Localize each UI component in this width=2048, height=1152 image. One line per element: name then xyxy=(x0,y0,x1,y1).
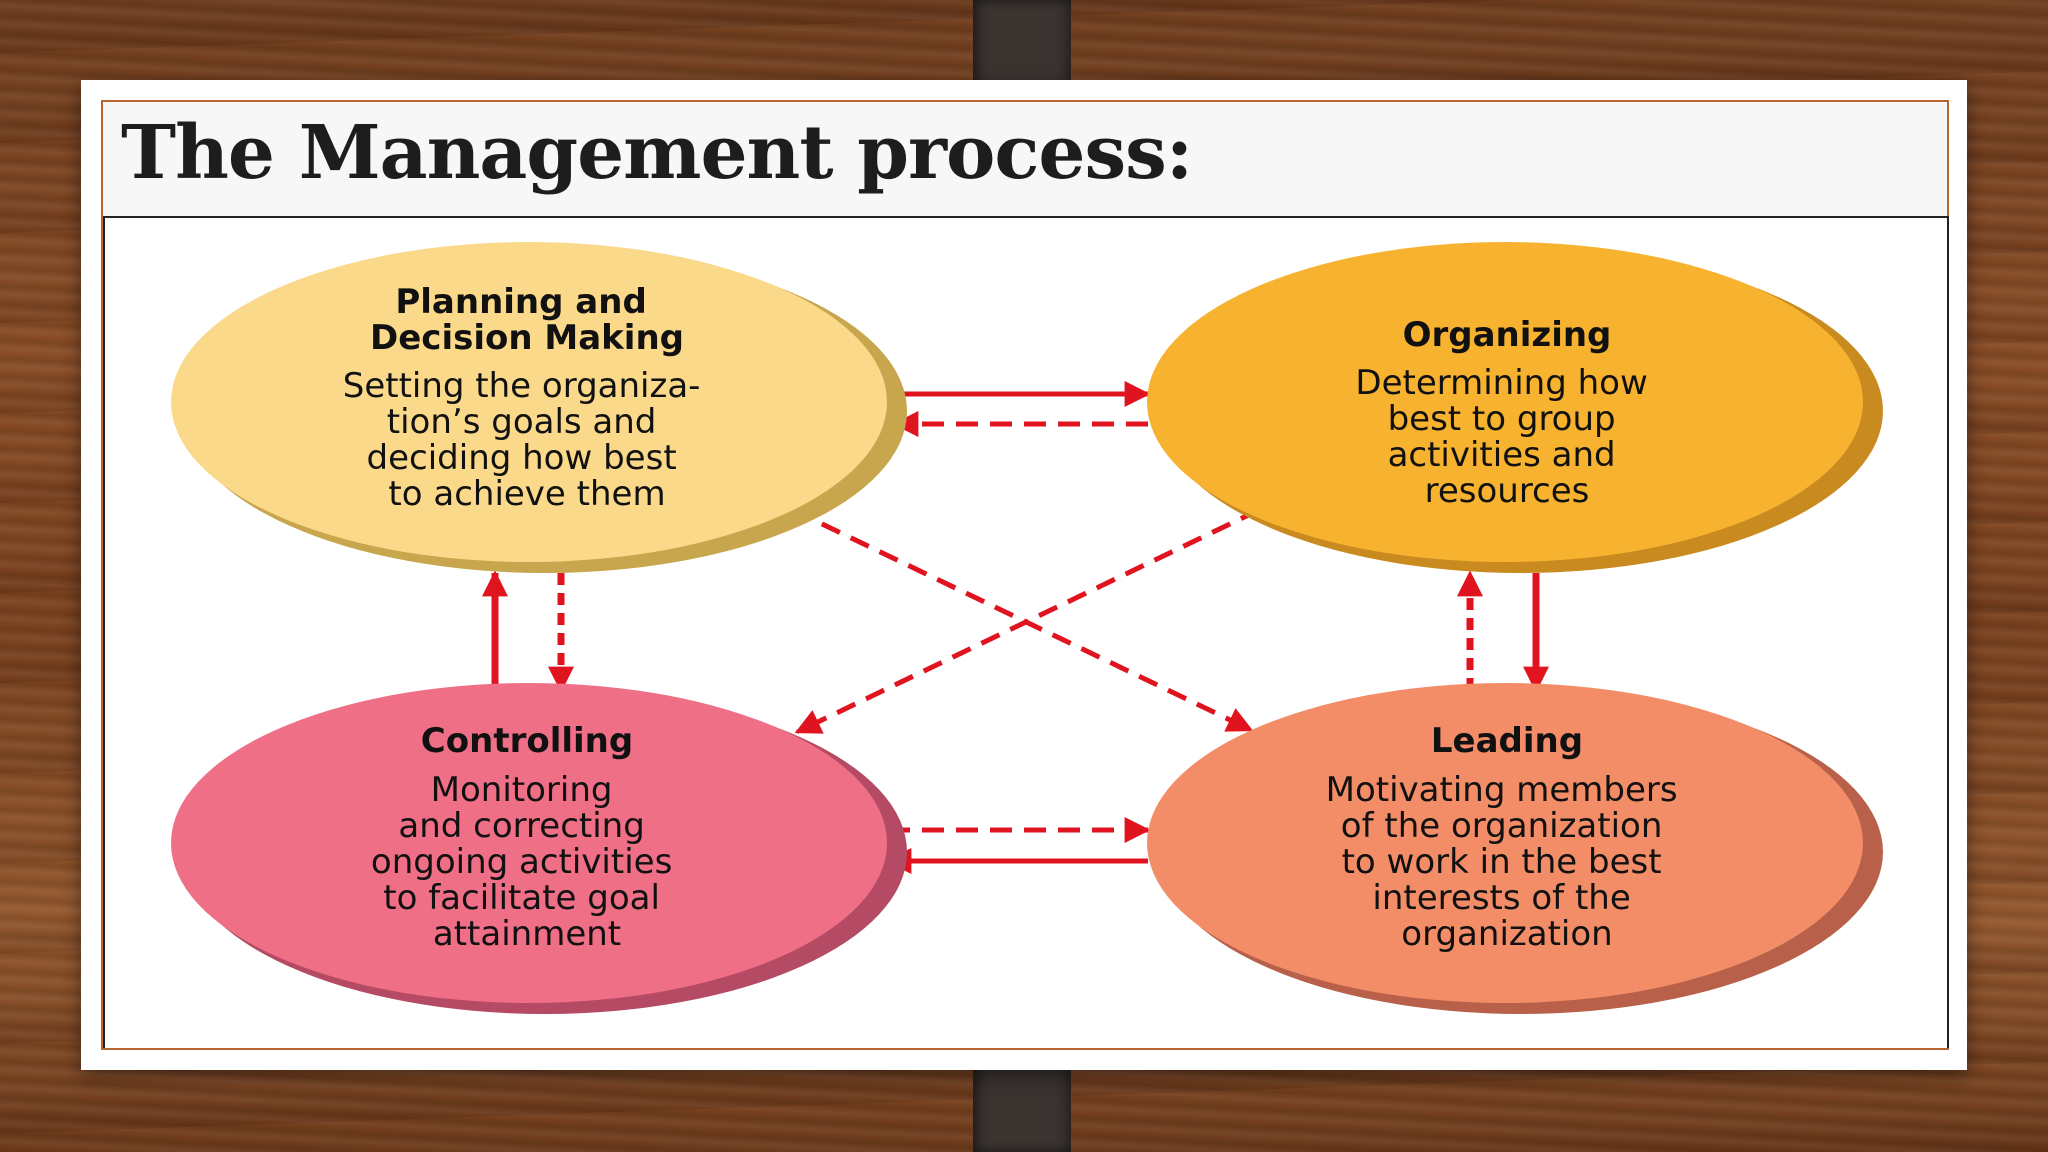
arrow-planning-leading-diagonal xyxy=(766,488,1254,733)
svg-text:Motivating members: Motivating members of the organization t… xyxy=(1326,770,1689,954)
node-leading-ellipse xyxy=(1147,683,1863,1003)
svg-text:Controlling: Controlling xyxy=(421,721,633,761)
svg-text:Planning and Decis: Planning and Decision Making xyxy=(370,282,684,358)
slide-card: The Management process: xyxy=(81,80,1967,1070)
node-planning-ellipse xyxy=(171,242,887,562)
leading-desc-line-3: to work in the best xyxy=(1342,842,1662,882)
svg-text:Leading: Leading xyxy=(1431,721,1583,761)
svg-text:Organizing: Organizing xyxy=(1403,315,1612,355)
organizing-desc-line-3: activities and xyxy=(1388,435,1616,475)
svg-text:Setting the organiza-: Setting the organiza- tion’s goals and d… xyxy=(343,366,712,514)
controlling-desc-line-4: to facilitate goal xyxy=(383,878,660,918)
leading-desc-line-2: of the organization xyxy=(1341,806,1663,846)
organizing-desc-line-4: resources xyxy=(1425,471,1590,511)
svg-text:Determining how be: Determining how best to group activities… xyxy=(1355,363,1658,511)
node-organizing: Organizing Determining how best to group… xyxy=(1147,242,1883,573)
svg-text:Monitoring and cor: Monitoring and correcting ongoing activi… xyxy=(371,770,683,954)
leading-desc-line-1: Motivating members xyxy=(1326,770,1678,810)
node-controlling-ellipse xyxy=(171,683,887,1003)
organizing-desc-line-1: Determining how xyxy=(1355,363,1647,403)
slide-frame: The Management process: xyxy=(101,100,1949,1050)
management-process-diagram: Planning and Decision Making Setting the… xyxy=(171,242,1883,1014)
node-planning: Planning and Decision Making Setting the… xyxy=(171,242,907,573)
controlling-desc-line-1: Monitoring xyxy=(431,770,613,810)
planning-desc-line-3: deciding how best xyxy=(367,438,677,478)
planning-desc-line-1: Setting the organiza- xyxy=(343,366,701,406)
node-organizing-ellipse xyxy=(1147,242,1863,562)
leading-heading-line-1: Leading xyxy=(1431,721,1583,761)
arrows xyxy=(482,381,1549,874)
organizing-heading-line-1: Organizing xyxy=(1403,315,1612,355)
node-controlling: Controlling Monitoring and correcting on… xyxy=(171,683,907,1014)
controlling-desc-line-5: attainment xyxy=(433,914,621,954)
node-leading: Leading Motivating members of the organi… xyxy=(1147,683,1883,1014)
controlling-desc-line-2: and correcting xyxy=(398,806,644,846)
organizing-desc-line-2: best to group xyxy=(1388,399,1616,439)
arrow-organizing-controlling-diagonal xyxy=(794,488,1286,735)
leading-desc-line-4: interests of the xyxy=(1372,878,1630,918)
planning-desc-line-2: tion’s goals and xyxy=(387,402,657,442)
planning-heading-line-2: Decision Making xyxy=(370,318,684,358)
controlling-desc-line-3: ongoing activities xyxy=(371,842,672,882)
diagram-area: Planning and Decision Making Setting the… xyxy=(103,216,1949,1048)
planning-heading-line-1: Planning and xyxy=(395,282,646,322)
leading-desc-line-5: organization xyxy=(1401,914,1612,954)
controlling-heading-line-1: Controlling xyxy=(421,721,633,761)
planning-desc-line-4: to achieve them xyxy=(388,474,665,514)
slide-title: The Management process: xyxy=(121,110,1193,196)
